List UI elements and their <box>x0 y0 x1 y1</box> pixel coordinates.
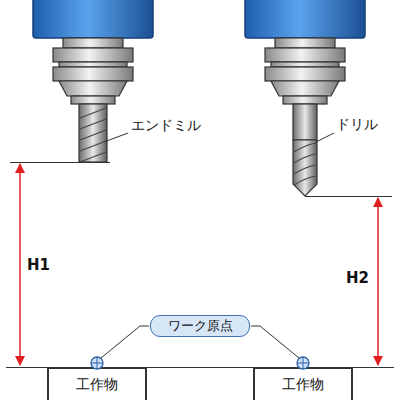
node-text: ワーク原点 <box>168 317 233 335</box>
drill-spindle <box>245 0 365 196</box>
flute-line <box>80 119 106 129</box>
tool-label: エンドミル <box>131 117 201 134</box>
end-mill-spindle <box>33 0 153 162</box>
flute-line <box>80 141 106 151</box>
flute-line <box>80 152 106 162</box>
flute-line <box>294 176 316 185</box>
dimension-label: H1 <box>27 256 50 274</box>
origin-callout: ワーク原点 <box>150 315 250 337</box>
drill <box>293 104 317 196</box>
flute-line <box>80 108 106 118</box>
dimension-arrows <box>20 164 378 365</box>
flute-line <box>294 143 316 152</box>
tool-label: ドリル <box>336 116 378 133</box>
dimension-label: H2 <box>346 269 369 287</box>
reference-lines <box>6 133 394 368</box>
flute-line <box>294 165 316 174</box>
end-mill <box>79 104 107 162</box>
workpiece-box: 工作物 <box>253 367 353 400</box>
workpiece-box: 工作物 <box>47 367 147 400</box>
node-text: 工作物 <box>282 376 324 394</box>
flute-line <box>294 154 316 163</box>
origin-mark <box>297 357 309 369</box>
origin-mark <box>91 357 103 369</box>
node-text: 工作物 <box>76 376 118 394</box>
flute-line <box>80 130 106 140</box>
